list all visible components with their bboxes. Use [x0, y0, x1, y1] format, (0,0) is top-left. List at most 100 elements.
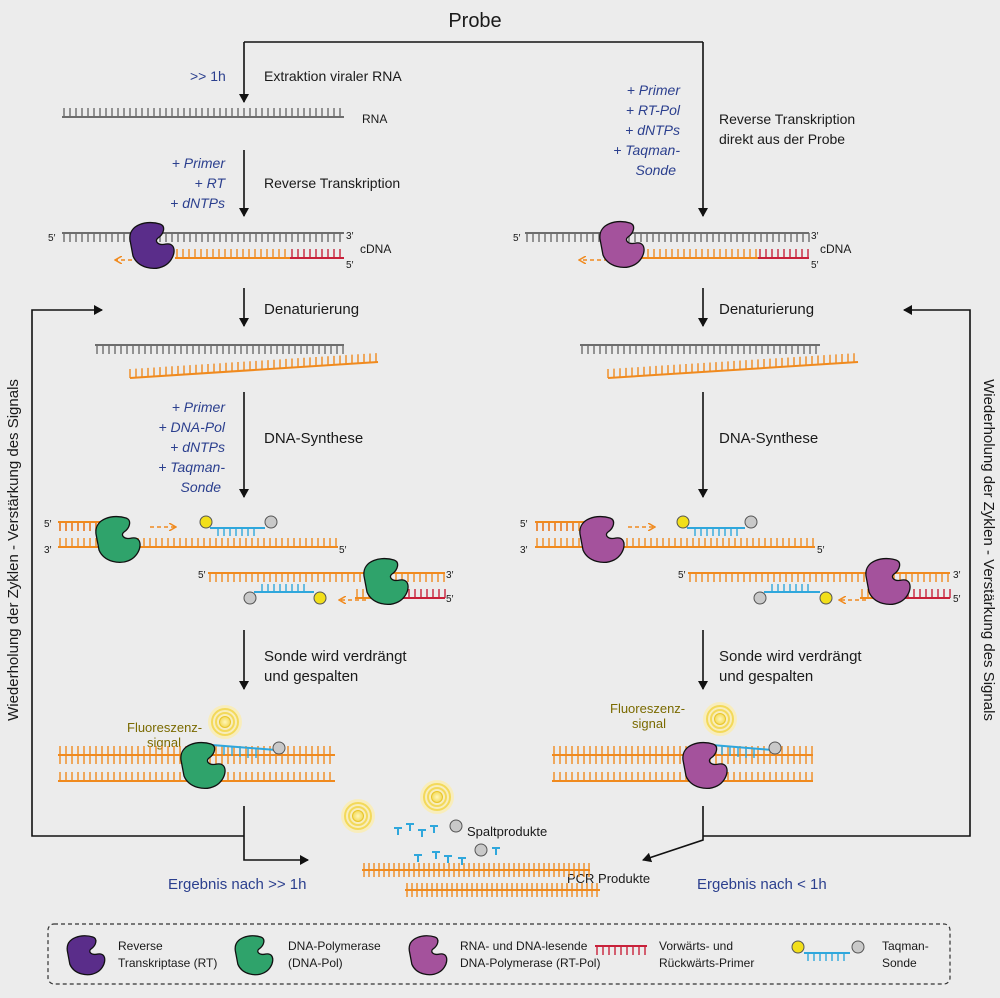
rt-polymerase	[682, 741, 728, 789]
reagent-line: + DNA-Pol	[158, 419, 225, 435]
three-prime-label: 3′	[953, 570, 961, 581]
left-step-extraction: Extraktion viraler RNA	[264, 68, 402, 84]
right-cdna-label: cDNA	[820, 242, 851, 256]
legend-label: Taqman-	[882, 939, 929, 953]
denatured-cdna-strand	[129, 353, 379, 379]
left-reagents-rt: + Primer + RT + dNTPs	[170, 155, 226, 211]
dna-polymerase	[95, 515, 141, 563]
legend-box	[47, 923, 951, 985]
cleavage-fragment	[430, 825, 438, 833]
three-prime-label: 3′	[811, 231, 819, 242]
reagent-line: + Taqman-	[158, 459, 225, 475]
probe-bases	[721, 745, 755, 758]
legend-label: Sonde	[882, 956, 917, 970]
denatured-rna-strand	[580, 344, 820, 354]
legend-label: Reverse	[118, 939, 163, 953]
three-prime-label: 3′	[446, 570, 454, 581]
fluorescent-signal-ring	[348, 806, 368, 826]
reverse-primer	[758, 249, 809, 259]
header-title: Probe	[448, 10, 501, 32]
pcr-product-strand-bases	[363, 870, 590, 877]
denatured-rna-strand-bases	[581, 345, 817, 354]
legend-label: DNA-Polymerase	[288, 939, 381, 953]
right-fluor-label-2: signal	[632, 716, 666, 731]
template-strand	[688, 572, 950, 582]
fluorescent-signal-ring	[344, 802, 372, 830]
left-step-rt: Reverse Transkription	[264, 175, 400, 191]
reagent-line: + dNTPs	[170, 195, 225, 211]
fluorescent-signal	[714, 713, 726, 725]
rna-template-strand	[525, 232, 810, 242]
reporter-dye	[199, 515, 213, 529]
denatured-cdna-strand	[607, 353, 859, 379]
cleavage-fragment	[444, 855, 452, 863]
rt-polymerase	[599, 220, 645, 268]
fluorescent-signal	[352, 810, 364, 822]
quencher-dye	[272, 741, 286, 755]
legend-label: Transkriptase (RT)	[118, 956, 217, 970]
left-time-label: >> 1h	[190, 68, 226, 84]
fluorescent-signal-ring	[215, 712, 235, 732]
template-strand-bases	[689, 573, 949, 582]
quencher-dye	[474, 843, 488, 857]
denatured-cdna-strand-bases	[129, 353, 377, 378]
legend-label: RNA- und DNA-lesende	[460, 939, 588, 953]
five-prime-label: 5′	[446, 594, 454, 605]
rt-enzyme	[129, 221, 175, 269]
cleavage-fragment	[432, 851, 440, 859]
fluorescent-signal	[219, 716, 231, 728]
reagent-line: Sonde	[181, 479, 222, 495]
denatured-cdna-strand-backbone	[607, 361, 859, 379]
right-step-displace-2: und gespalten	[719, 668, 813, 685]
left-fluor-label-1: Fluoreszenz-	[127, 720, 202, 735]
cleavage-fragment	[414, 854, 422, 862]
left-step-synthesis: DNA-Synthese	[264, 430, 363, 447]
taqman-probe	[210, 527, 265, 536]
dna-pol-icon	[234, 935, 274, 976]
rna-template-strand	[62, 232, 344, 242]
taqman-probe	[254, 584, 314, 593]
rt-polymerase	[579, 515, 625, 563]
pcr-product-strand	[405, 889, 600, 897]
probe-icon-bases	[807, 953, 845, 961]
rna-strand	[62, 108, 344, 118]
cleavage-fragment	[394, 827, 402, 835]
five-prime-label: 5′	[520, 519, 528, 530]
right-step-rt-direct-2: direkt aus der Probe	[719, 131, 845, 147]
dna-polymerase	[180, 741, 226, 789]
five-prime-label: 5′	[513, 233, 521, 244]
quencher-dye	[449, 819, 463, 833]
five-prime-label: 5′	[811, 260, 819, 271]
right-step-denaturation: Denaturierung	[719, 301, 814, 318]
fluorescent-signal-ring	[211, 708, 239, 736]
three-prime-label: 3′	[44, 545, 52, 556]
dna-polymerase	[363, 557, 409, 605]
three-prime-label: 3′	[520, 545, 528, 556]
strand-end-labels: 5′ 3′ 5′ 5′ 3′ 5′ 5′ 3′ 5′ 5′ 3′ 5′ 5′ 3…	[44, 231, 961, 605]
cdna-strand	[640, 249, 758, 259]
rna-strand-bases	[63, 108, 341, 117]
cleavage-fragment	[406, 823, 414, 831]
five-prime-label: 5′	[44, 519, 52, 530]
five-prime-label: 5′	[198, 570, 206, 581]
reagent-line: Sonde	[636, 162, 677, 178]
pcr-product-strand	[362, 863, 590, 871]
reverse-primer-bases	[759, 249, 809, 258]
three-prime-label: 3′	[346, 231, 354, 242]
rt-icon	[66, 935, 106, 976]
flow-lines	[31, 41, 971, 865]
five-prime-label: 5′	[953, 594, 961, 605]
reporter-icon	[791, 940, 805, 954]
product-strand	[552, 772, 813, 782]
rna-label: RNA	[362, 112, 387, 126]
left-step-displace-1: Sonde wird verdrängt	[264, 648, 407, 665]
left-fluor-label-2: signal	[147, 735, 181, 750]
rna-template-strand-bases	[63, 233, 341, 242]
reagent-line: + dNTPs	[170, 439, 225, 455]
cleaved-probe	[211, 744, 277, 751]
